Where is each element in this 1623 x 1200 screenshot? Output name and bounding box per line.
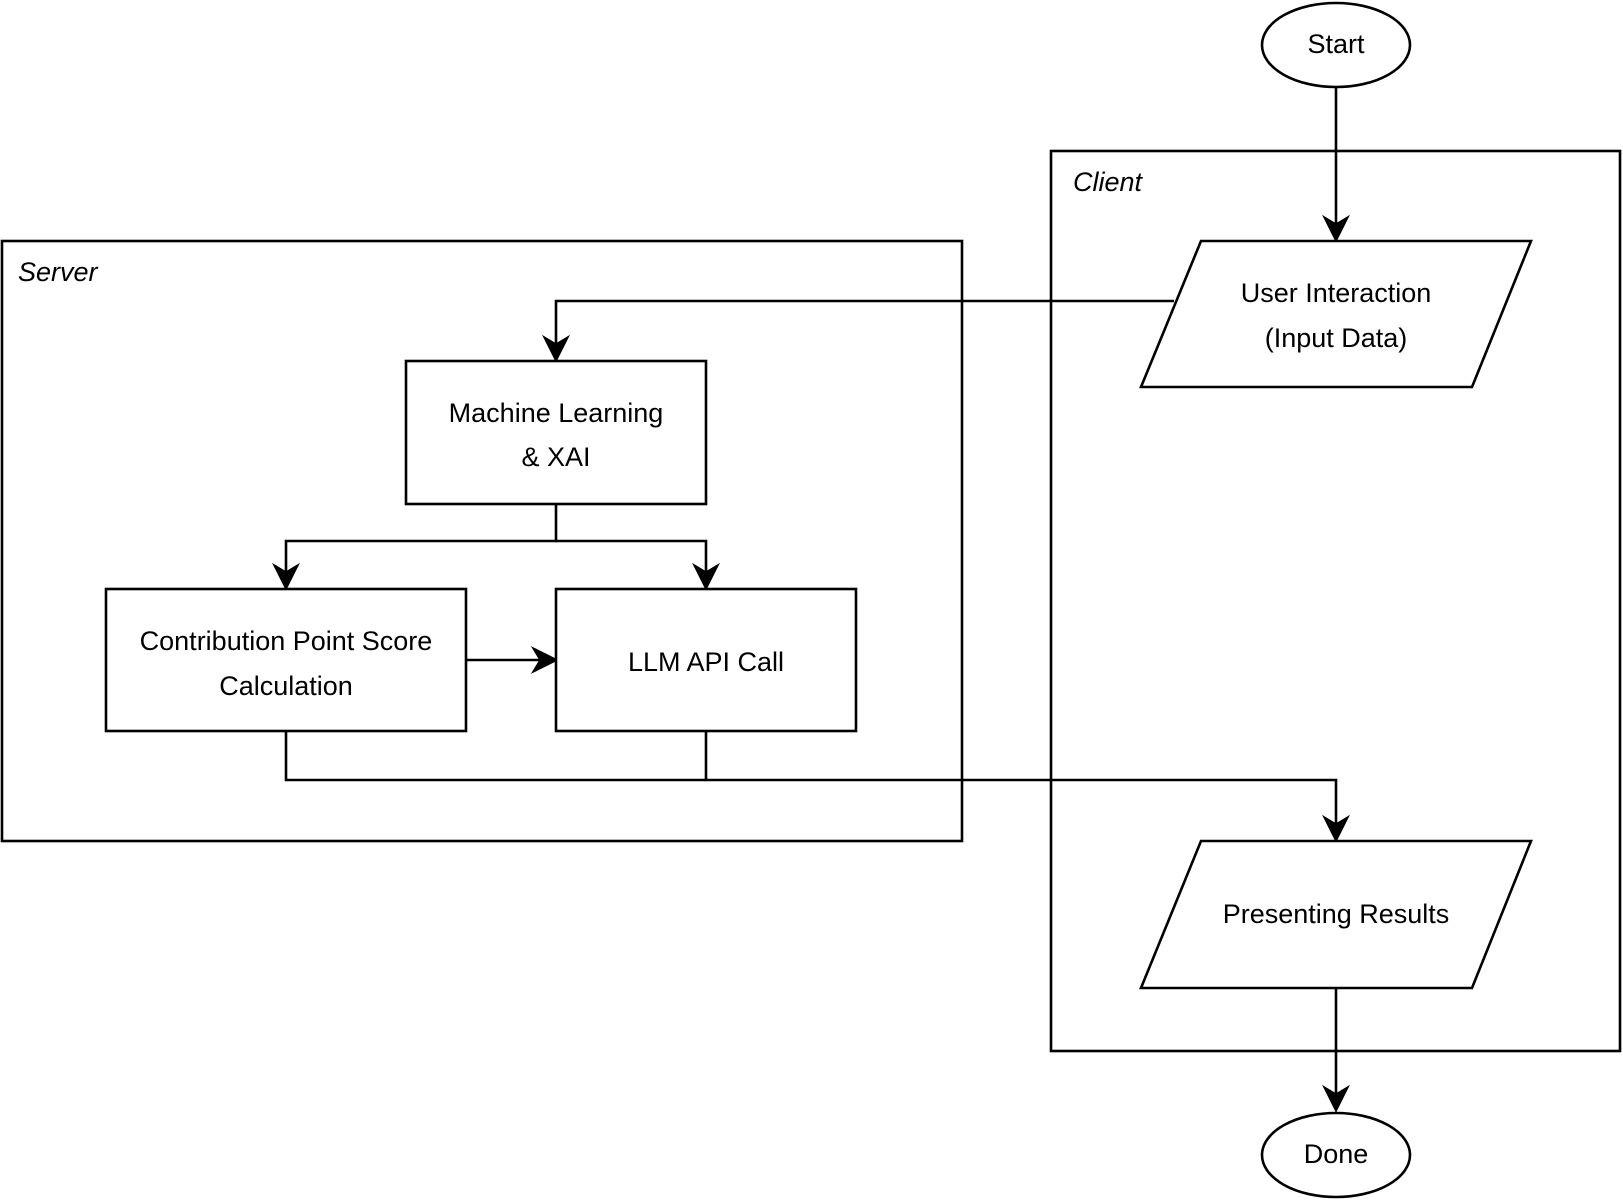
ml-xai-box — [404, 359, 708, 506]
llm-label: LLM API Call — [628, 647, 784, 677]
start-node: Start — [1260, 1, 1412, 89]
ml-xai-node: Machine Learning & XAI — [404, 359, 708, 506]
user-interaction-shape — [1139, 239, 1533, 389]
ml-xai-label-line-1: Machine Learning — [449, 398, 664, 428]
presenting-results-shape — [1139, 839, 1533, 990]
user-interaction-node: User Interaction (Input Data) — [1139, 239, 1533, 389]
connectors — [272, 88, 1350, 1113]
ml-xai-label-line-2: & XAI — [521, 442, 590, 472]
contribution-node: Contribution Point Score Calculation — [104, 587, 468, 733]
done-terminator — [1260, 1111, 1412, 1199]
user-interaction-label-line-1: User Interaction — [1241, 278, 1432, 308]
done-node: Done — [1260, 1111, 1412, 1199]
presenting-results-label: Presenting Results — [1223, 899, 1450, 929]
edge-ml-xai-to-contribution — [272, 504, 558, 591]
start-terminator — [1260, 1, 1412, 89]
presenting-results-node: Presenting Results — [1139, 839, 1533, 990]
llm-box — [554, 587, 858, 733]
edge-ml-xai-to-llm — [556, 539, 720, 591]
contribution-label-line-2: Calculation — [219, 671, 353, 701]
llm-node: LLM API Call — [554, 587, 858, 733]
server-group-label: Server — [18, 257, 99, 287]
edge-user-interaction-to-ml-xai — [542, 299, 1174, 363]
client-group-label: Client — [1073, 167, 1144, 197]
done-label: Done — [1304, 1139, 1369, 1169]
server-group-box — [0, 239, 964, 843]
contribution-label-line-1: Contribution Point Score — [140, 626, 433, 656]
user-interaction-label-line-2: (Input Data) — [1265, 323, 1408, 353]
edge-llm-to-results — [704, 731, 1350, 843]
server-group: Server — [0, 239, 964, 843]
start-label: Start — [1307, 29, 1365, 59]
edge-contribution-to-results — [284, 731, 706, 782]
contribution-box — [104, 587, 468, 733]
